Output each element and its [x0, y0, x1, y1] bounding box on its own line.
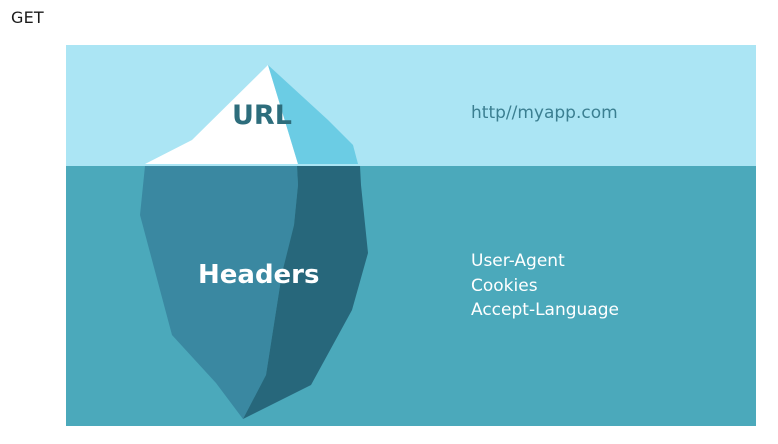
- header-item: Cookies: [471, 275, 538, 296]
- url-value: http//myapp.com: [471, 103, 618, 123]
- iceberg-diagram: URL Headers http//myapp.com User-Agent C…: [66, 45, 756, 426]
- iceberg-illustration: [66, 45, 756, 426]
- iceberg-tip-light: [145, 65, 298, 164]
- header-item: Accept-Language: [471, 300, 619, 320]
- iceberg-body-label: Headers: [198, 260, 320, 290]
- iceberg-body-light: [140, 166, 298, 419]
- iceberg-body-dark: [243, 166, 368, 419]
- header-list: User-Agent Cookies Accept-Language: [471, 249, 619, 323]
- iceberg-tip-shadow: [268, 65, 358, 164]
- http-method-label: GET: [11, 8, 44, 27]
- header-item: User-Agent: [471, 251, 565, 271]
- sky-area: [66, 45, 756, 166]
- iceberg-tip-label: URL: [232, 100, 292, 131]
